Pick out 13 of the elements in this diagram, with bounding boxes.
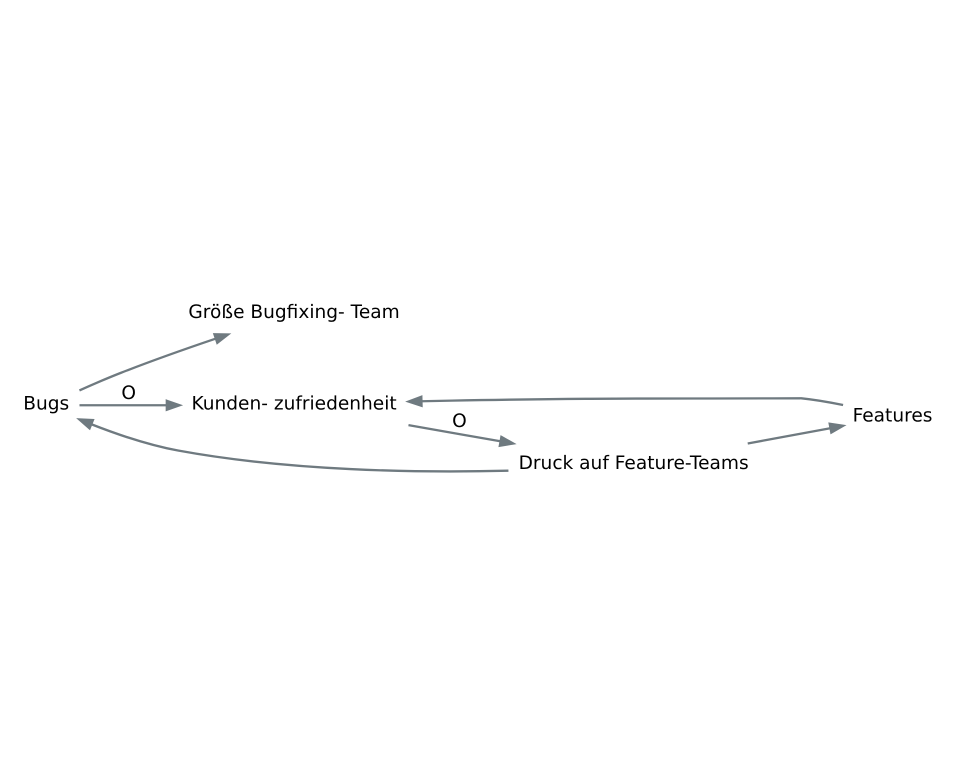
node-text: Größe Bugfixing- Team	[188, 301, 400, 322]
node-text: Bugs	[23, 393, 70, 414]
node-text: Druck auf Feature-Teams	[518, 452, 749, 474]
arrow	[76, 418, 508, 472]
arrow	[78, 332, 232, 391]
arrow	[408, 423, 517, 447]
arrow	[748, 422, 847, 444]
edge-label: O	[121, 382, 136, 404]
node-text: Features	[852, 404, 932, 426]
edge-label: O	[452, 410, 467, 432]
node-text: Kunden- zufriedenheit	[191, 393, 397, 414]
arrow	[79, 398, 184, 411]
arrow	[405, 394, 844, 407]
